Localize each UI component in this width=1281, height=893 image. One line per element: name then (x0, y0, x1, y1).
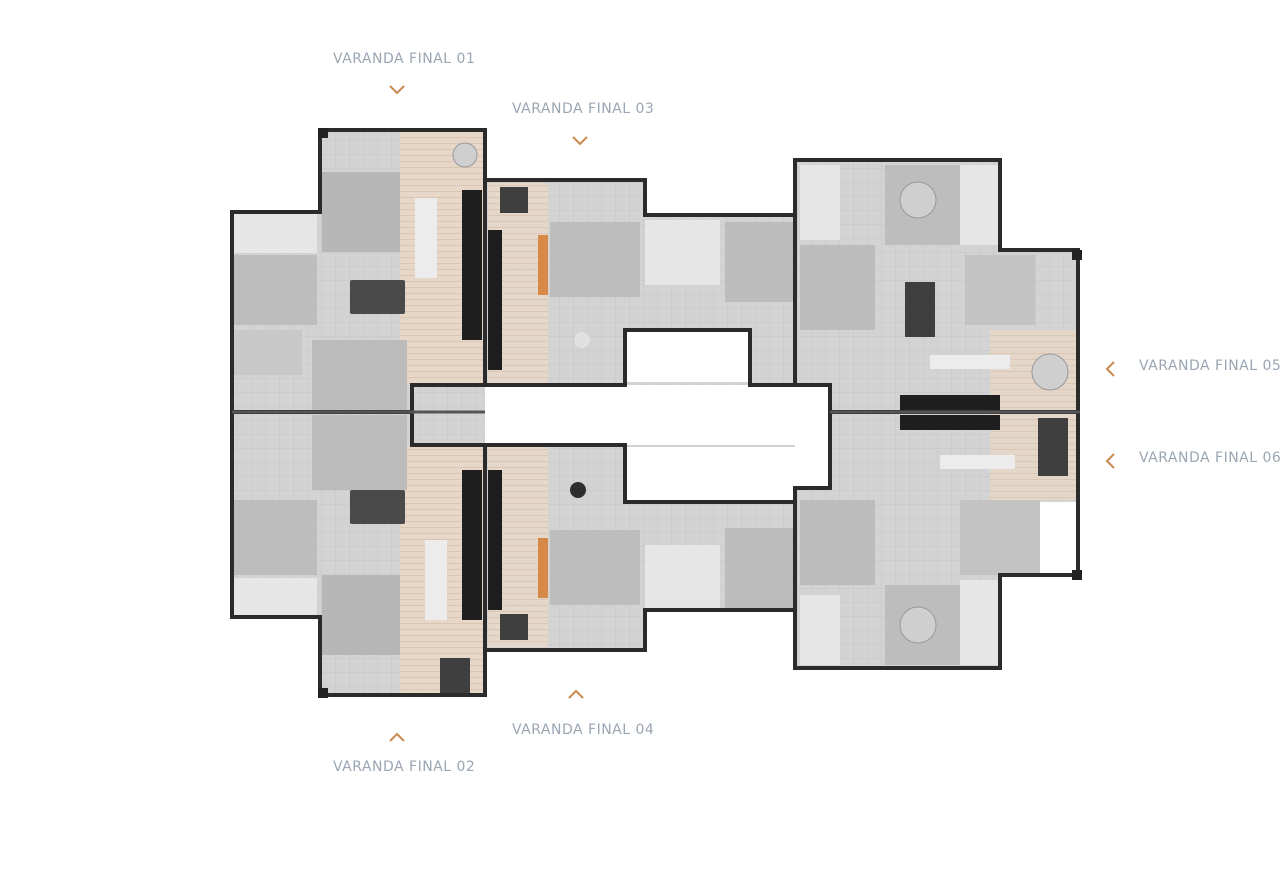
chevron-left-icon[interactable] (1104, 452, 1116, 470)
chevron-up-icon[interactable] (567, 688, 585, 700)
label-varanda-final-04: VARANDA FINAL 04 (512, 722, 655, 738)
chevron-down-icon[interactable] (388, 84, 406, 96)
right-block (793, 158, 1082, 670)
chevron-left-icon[interactable] (1104, 360, 1116, 378)
label-varanda-final-03: VARANDA FINAL 03 (512, 101, 655, 117)
label-varanda-final-02: VARANDA FINAL 02 (333, 759, 476, 775)
left-block (230, 128, 487, 698)
chevron-down-icon[interactable] (571, 135, 589, 147)
middle-block (483, 178, 797, 652)
label-varanda-final-06: VARANDA FINAL 06 (1139, 450, 1281, 466)
label-varanda-final-05: VARANDA FINAL 05 (1139, 358, 1281, 374)
chevron-up-icon[interactable] (388, 731, 406, 743)
label-varanda-final-01: VARANDA FINAL 01 (333, 51, 476, 67)
